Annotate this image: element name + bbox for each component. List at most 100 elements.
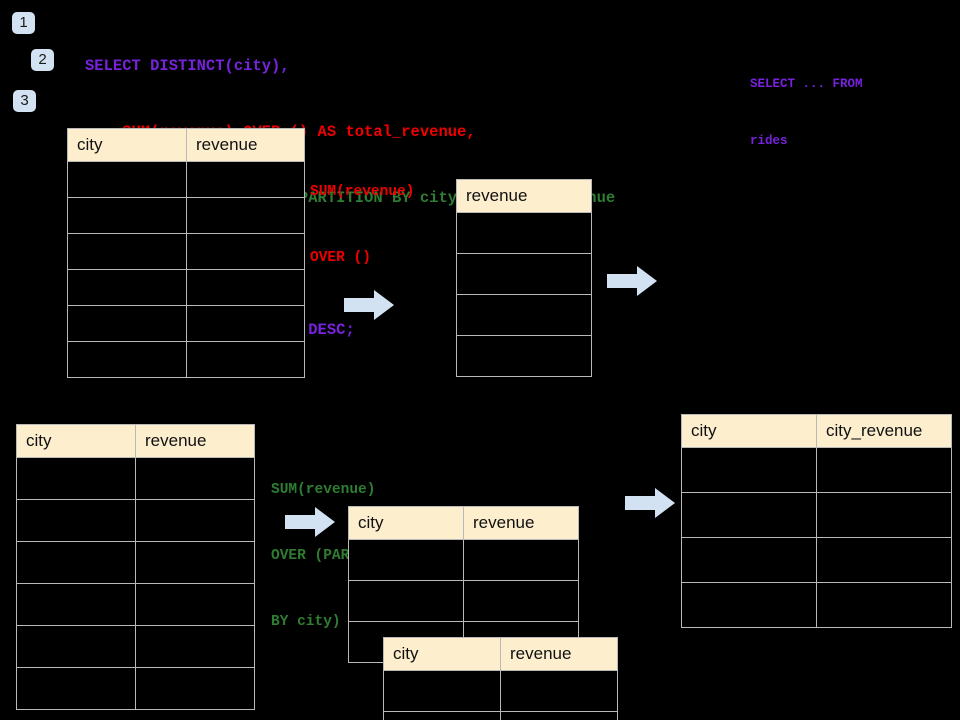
cell-revenue — [456, 253, 592, 295]
cell-city — [348, 580, 464, 622]
step-badge-2: 2 — [31, 49, 54, 71]
cell-city-revenue — [816, 582, 952, 628]
cell-city — [681, 582, 817, 628]
table-row — [456, 253, 592, 295]
cell-revenue — [500, 670, 618, 712]
table-row — [16, 541, 255, 584]
column-header-revenue: revenue — [456, 179, 592, 213]
cell-city — [681, 537, 817, 583]
cell-revenue — [186, 197, 305, 234]
table-row — [681, 582, 952, 628]
sql-side-note: SELECT ... FROM rides — [750, 37, 863, 189]
column-header-revenue: revenue — [463, 506, 579, 540]
table-row — [16, 625, 255, 668]
annotation-total-revenue: SUM(revenue) OVER () — [310, 137, 414, 313]
cell-revenue — [186, 161, 305, 198]
table-row — [16, 499, 255, 542]
table-header-row: revenue — [456, 179, 592, 213]
cell-city — [67, 161, 187, 198]
arrow-right-icon — [285, 507, 335, 537]
column-header-city: city — [67, 128, 187, 162]
table-row — [348, 580, 579, 622]
step-badge-3: 3 — [13, 90, 36, 112]
cell-revenue — [186, 269, 305, 306]
cell-city — [383, 670, 501, 712]
cell-city — [16, 667, 136, 710]
column-header-revenue: revenue — [135, 424, 255, 458]
table-row — [67, 305, 305, 342]
table-header-row: city city_revenue — [681, 414, 952, 448]
table-rides-top: city revenue — [67, 128, 305, 378]
table-partition-group-b: city revenue — [383, 637, 618, 720]
table-result: city city_revenue — [681, 414, 952, 628]
annotation-total-revenue-line-1: SUM(revenue) — [310, 184, 415, 200]
cell-revenue — [135, 499, 255, 542]
cell-revenue — [135, 667, 255, 710]
cell-city-revenue — [816, 447, 952, 493]
cell-revenue — [500, 711, 618, 720]
column-header-city: city — [16, 424, 136, 458]
column-header-city: city — [383, 637, 501, 671]
arrow-rides-to-partition — [285, 505, 335, 539]
column-header-revenue: revenue — [500, 637, 618, 671]
column-header-revenue: revenue — [186, 128, 305, 162]
cell-city — [16, 541, 136, 584]
sql-line-select: SELECT DISTINCT(city), — [85, 57, 290, 75]
cell-revenue — [456, 335, 592, 377]
table-row — [67, 197, 305, 234]
cell-city-revenue — [816, 537, 952, 583]
arrow-right-icon — [344, 290, 394, 320]
cell-city — [67, 341, 187, 378]
cell-revenue — [186, 233, 305, 270]
table-header-row: city revenue — [16, 424, 255, 458]
table-row — [681, 492, 952, 538]
arrow-right-icon — [607, 266, 657, 296]
table-row — [67, 341, 305, 378]
table-header-row: city revenue — [383, 637, 618, 671]
cell-city — [67, 233, 187, 270]
cell-revenue — [135, 541, 255, 584]
cell-revenue — [186, 305, 305, 342]
table-row — [67, 269, 305, 306]
table-row — [16, 667, 255, 710]
table-header-row: city revenue — [67, 128, 305, 162]
cell-city — [67, 197, 187, 234]
annotation-total-revenue-line-2: OVER () — [310, 250, 371, 266]
cell-city — [16, 457, 136, 500]
annotation-city-revenue-line-3: BY city) — [271, 614, 341, 630]
arrow-right-icon — [625, 488, 675, 518]
table-row — [67, 161, 305, 198]
cell-city — [67, 305, 187, 342]
cell-revenue — [463, 539, 579, 581]
cell-city — [16, 625, 136, 668]
cell-revenue — [186, 341, 305, 378]
table-row — [681, 537, 952, 583]
table-row — [456, 212, 592, 254]
cell-city — [16, 499, 136, 542]
cell-city — [67, 269, 187, 306]
column-header-city-revenue: city_revenue — [816, 414, 952, 448]
cell-revenue — [463, 580, 579, 622]
arrow-rides-to-total — [344, 288, 394, 322]
column-header-city: city — [681, 414, 817, 448]
arrow-partition-to-result — [625, 486, 675, 520]
table-row — [383, 711, 618, 720]
column-header-city: city — [348, 506, 464, 540]
cell-city — [348, 539, 464, 581]
cell-city-revenue — [816, 492, 952, 538]
sql-side-line-2: rides — [750, 134, 788, 148]
cell-city — [16, 583, 136, 626]
cell-revenue — [456, 294, 592, 336]
cell-revenue — [135, 457, 255, 500]
arrow-total-to-result — [607, 264, 657, 298]
cell-city — [681, 447, 817, 493]
table-row — [67, 233, 305, 270]
annotation-city-revenue-line-1: SUM(revenue) — [271, 482, 376, 498]
cell-revenue — [135, 583, 255, 626]
table-row — [383, 670, 618, 712]
table-header-row: city revenue — [348, 506, 579, 540]
table-row — [16, 457, 255, 500]
cell-revenue — [456, 212, 592, 254]
cell-revenue — [135, 625, 255, 668]
